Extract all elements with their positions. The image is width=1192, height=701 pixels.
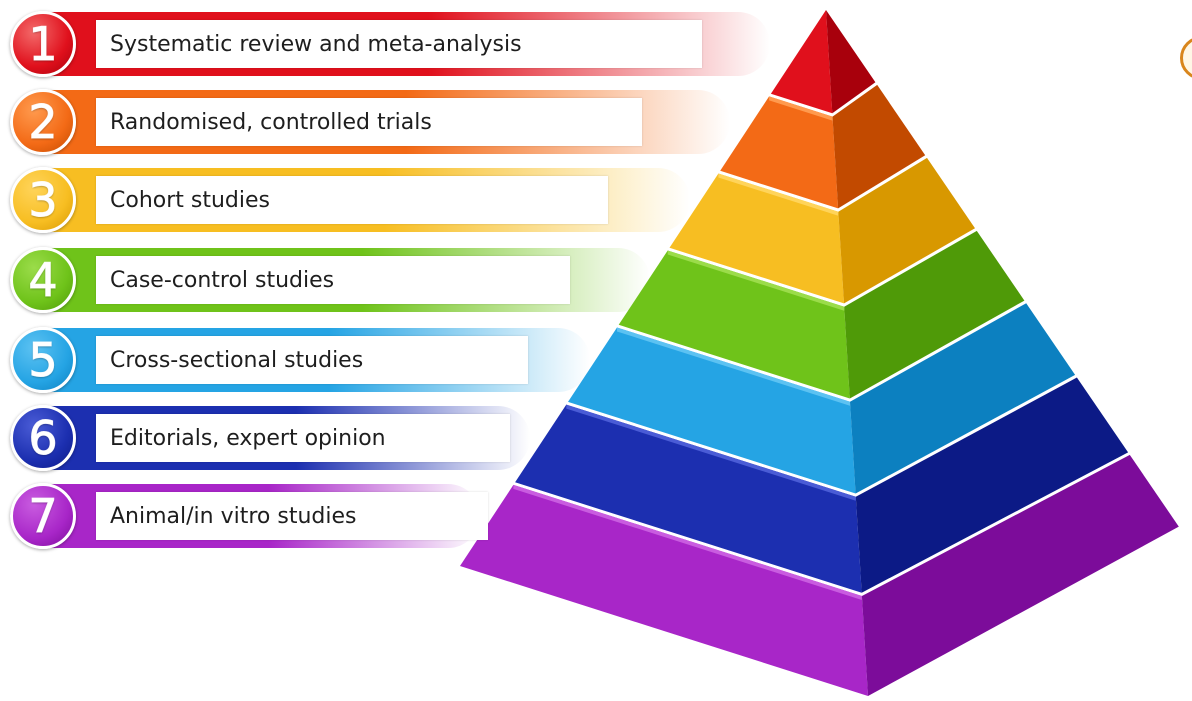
pyramid-level-3-left-face xyxy=(669,173,844,304)
pyramid-level-4-left-face xyxy=(618,250,850,399)
level-6-label: Editorials, expert opinion xyxy=(96,414,510,462)
pyramid-level-7-right-face xyxy=(861,454,1179,696)
pyramid-level-4-right-face xyxy=(844,230,1025,399)
level-7-label: Animal/in vitro studies xyxy=(96,492,488,540)
level-1-badge: 1 xyxy=(10,11,76,77)
pyramid-level-1-left-face xyxy=(770,10,833,114)
pyramid-level-5-highlight xyxy=(617,327,850,406)
pyramid-level-4-highlight xyxy=(667,250,845,311)
pyramid-level-3-right-face xyxy=(838,157,975,304)
level-6-badge: 6 xyxy=(10,405,76,471)
pyramid-level-2-left-face xyxy=(720,96,839,209)
pyramid-level-6-right-face xyxy=(855,377,1129,593)
level-5-number: 5 xyxy=(28,333,58,387)
pyramid-level-7-left-face xyxy=(460,484,868,696)
level-2-number: 2 xyxy=(28,95,58,149)
level-3-badge: 3 xyxy=(10,167,76,233)
pyramid-level-5-left-face xyxy=(568,327,856,494)
level-3-number: 3 xyxy=(28,173,58,227)
pyramid-level-3-highlight xyxy=(718,173,839,216)
level-1-number: 1 xyxy=(28,17,58,71)
pyramid-level-1-right-face xyxy=(826,10,876,114)
pyramid-level-5-right-face xyxy=(850,303,1076,494)
level-2-badge: 2 xyxy=(10,89,76,155)
level-4-label: Case-control studies xyxy=(96,256,570,304)
level-1-label: Systematic review and meta-analysis xyxy=(96,20,702,68)
level-4-number: 4 xyxy=(28,253,58,307)
pyramid-level-7-highlight xyxy=(513,484,862,600)
level-7-number: 7 xyxy=(28,489,58,543)
pyramid-level-2-highlight xyxy=(769,96,833,121)
level-5-badge: 5 xyxy=(10,327,76,393)
level-3-label: Cohort studies xyxy=(96,176,608,224)
pyramid-level-6-left-face xyxy=(515,404,862,593)
level-7-badge: 7 xyxy=(10,483,76,549)
level-2-label: Randomised, controlled trials xyxy=(96,98,642,146)
level-4-badge: 4 xyxy=(10,247,76,313)
level-6-number: 6 xyxy=(28,411,58,465)
pyramid-level-2-right-face xyxy=(832,84,926,209)
level-5-label: Cross-sectional studies xyxy=(96,336,528,384)
pyramid-level-6-highlight xyxy=(566,404,856,501)
